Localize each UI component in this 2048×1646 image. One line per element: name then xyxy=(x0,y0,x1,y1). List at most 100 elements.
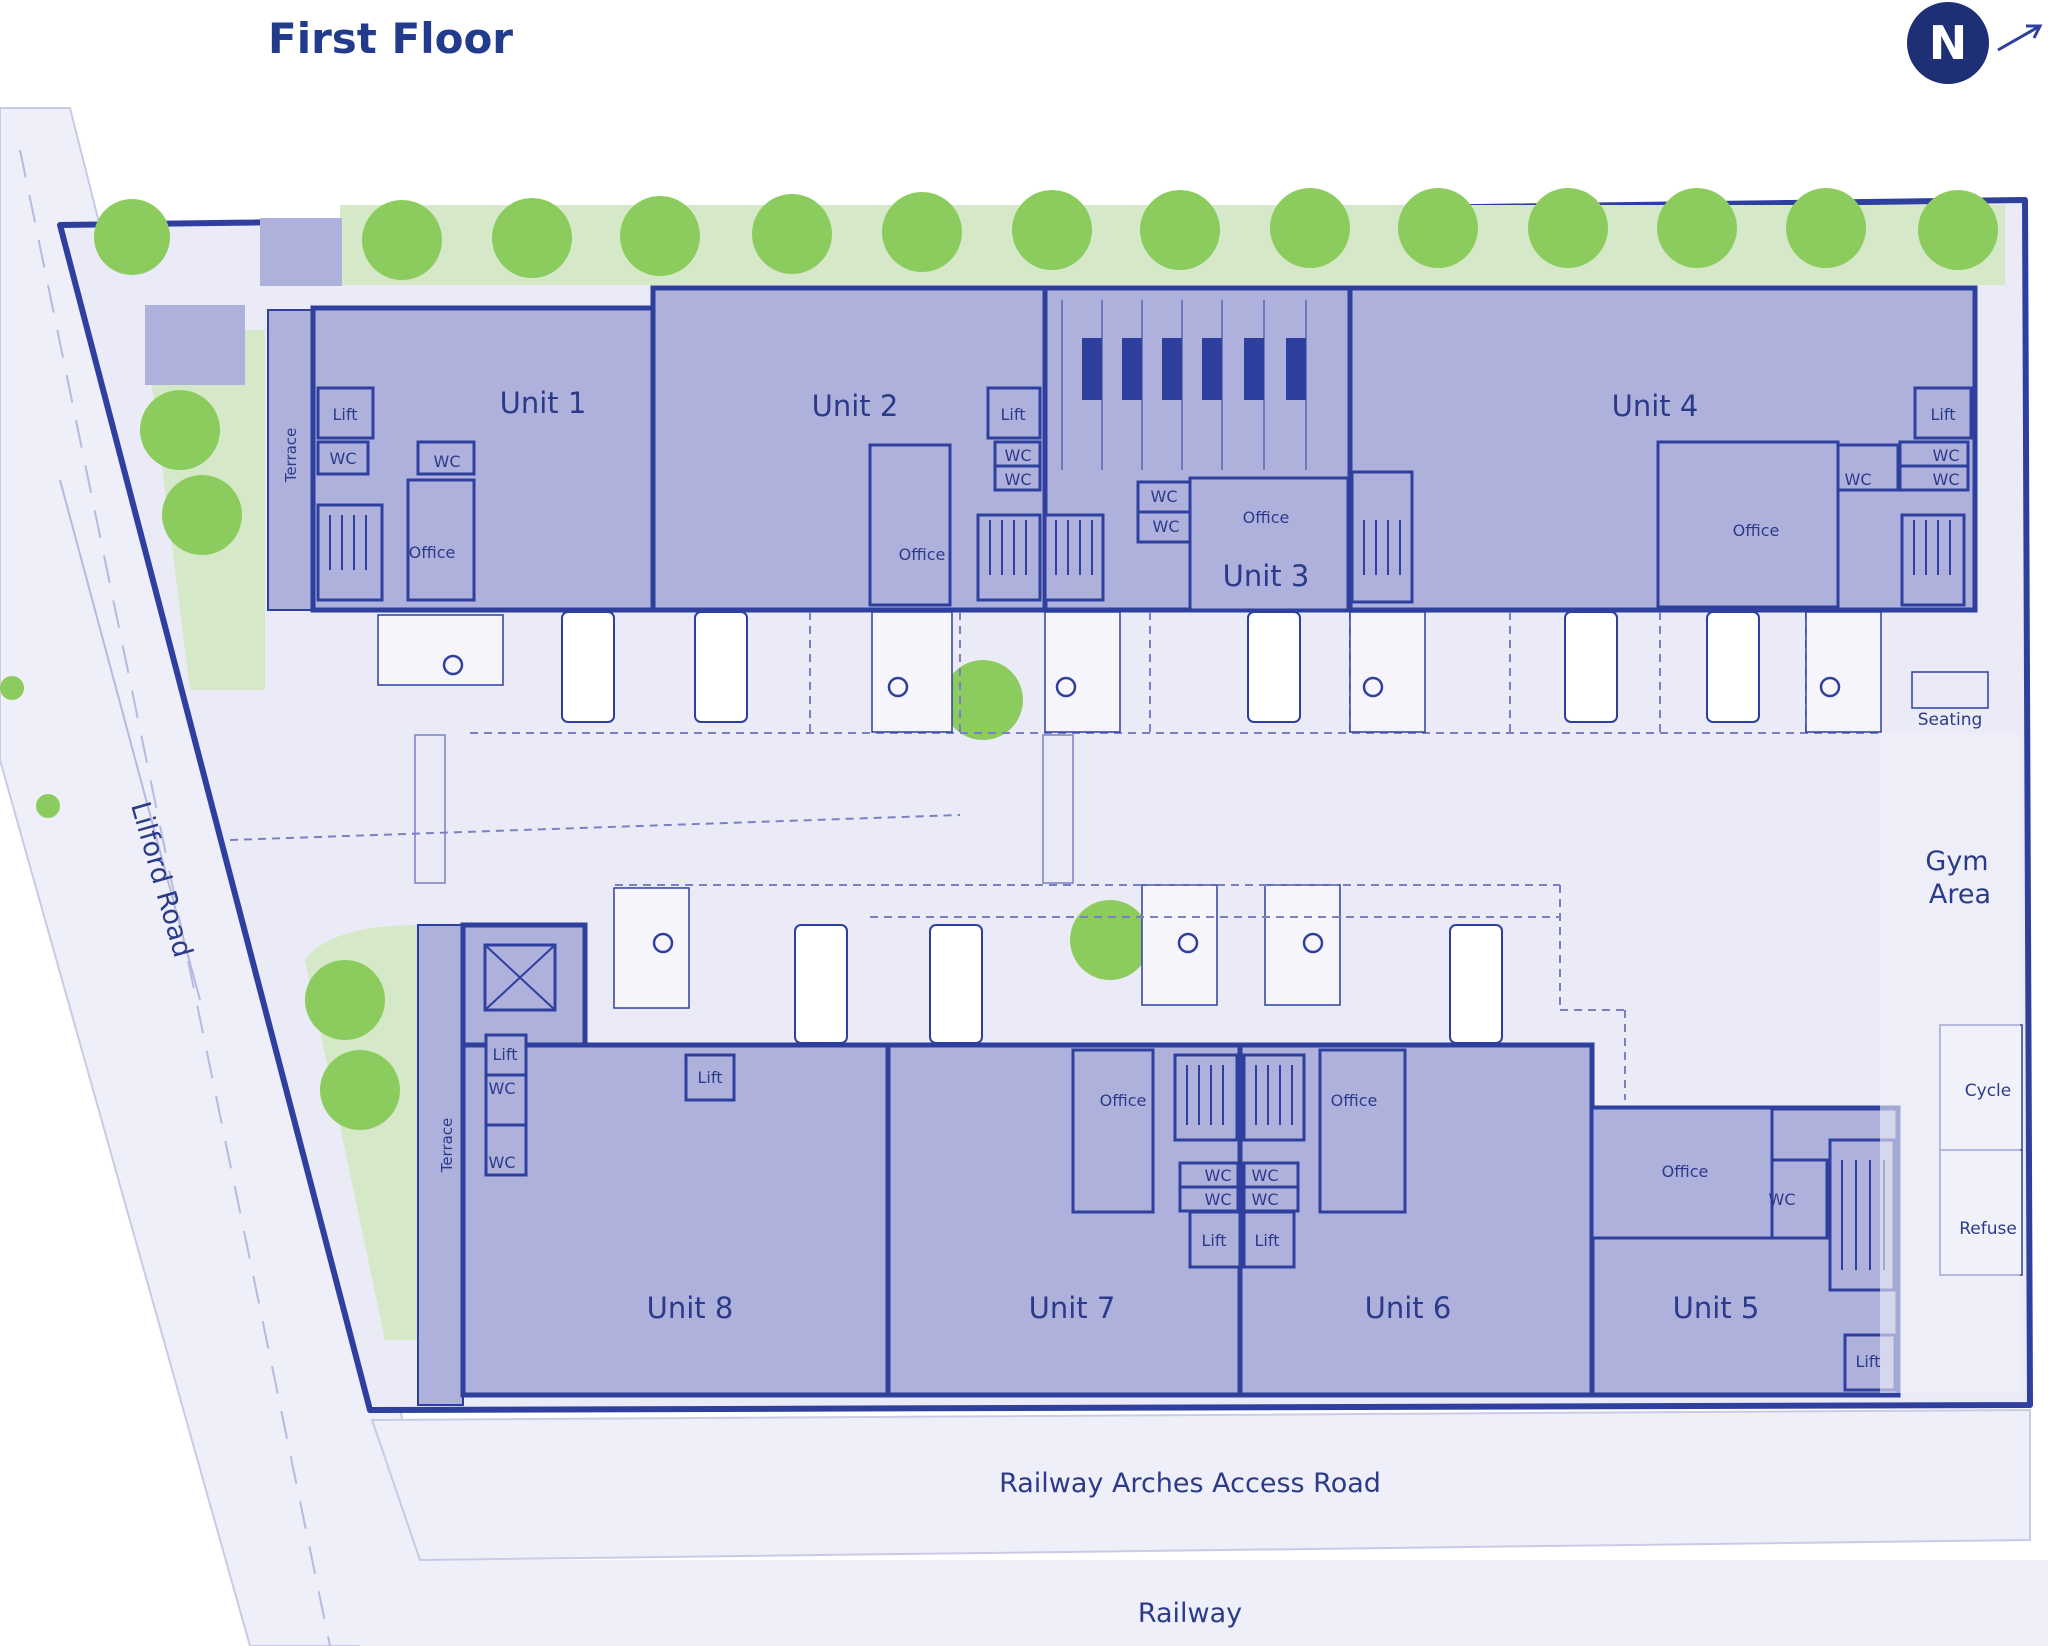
tree-icon xyxy=(1918,190,1998,270)
unit-7-lift xyxy=(1188,1210,1242,1269)
unit-5-wc xyxy=(1770,1158,1829,1240)
railway-label: Railway xyxy=(1138,1598,1242,1629)
wc-label: WC xyxy=(1769,1190,1796,1209)
wc-label: WC xyxy=(330,449,357,468)
tree-icon xyxy=(882,192,962,272)
accessible-parking-icon xyxy=(442,654,1841,954)
access-road-label: Railway Arches Access Road xyxy=(999,1468,1381,1499)
office-label: Office xyxy=(1243,508,1290,527)
unit-8-label: Unit 8 xyxy=(647,1291,734,1325)
wc-label: WC xyxy=(1005,446,1032,465)
gym-label-line1: Gym xyxy=(1925,846,1988,877)
unit-5-office xyxy=(1590,1106,1774,1240)
tree-icon xyxy=(1070,900,1150,980)
unit-3-label: Unit 3 xyxy=(1223,559,1310,593)
wc-label: WC xyxy=(1933,470,1960,489)
office-label: Office xyxy=(1733,521,1780,540)
lift-label: Lift xyxy=(1856,1352,1881,1371)
unit-7-label: Unit 7 xyxy=(1029,1291,1116,1325)
office-label: Office xyxy=(409,543,456,562)
wc-label: WC xyxy=(1151,487,1178,506)
tree-icon xyxy=(320,1050,400,1130)
north-arrow-icon xyxy=(1997,24,2043,52)
tree-icon xyxy=(140,390,220,470)
unit-8-lift-b xyxy=(684,1053,736,1102)
unit-4-label: Unit 4 xyxy=(1612,389,1699,423)
unit-4-wc-b xyxy=(1898,464,1970,492)
gym-label-line2: Area xyxy=(1929,879,1991,910)
tree-icon xyxy=(0,676,24,700)
tree-icon xyxy=(943,660,1023,740)
tree-icon xyxy=(1528,188,1608,268)
cycle-label: Cycle xyxy=(1965,1081,2011,1101)
unit-1-stairs xyxy=(316,503,384,602)
wc-label: WC xyxy=(1005,470,1032,489)
tree-icon xyxy=(492,198,572,278)
office-label: Office xyxy=(1331,1091,1378,1110)
lift-label: Lift xyxy=(698,1068,723,1087)
lift-label: Lift xyxy=(493,1045,518,1064)
unit-2-office xyxy=(868,443,952,607)
tree-icon xyxy=(620,196,700,276)
lift-label: Lift xyxy=(1001,405,1026,424)
wc-label: WC xyxy=(489,1153,516,1172)
unit-4-wc-c xyxy=(1836,443,1900,492)
wc-label: WC xyxy=(1205,1166,1232,1185)
seating-bench xyxy=(1911,671,1989,709)
unit-3-stairs-a xyxy=(1043,513,1105,602)
van-icon xyxy=(561,611,1760,1044)
wc-label: WC xyxy=(1845,470,1872,489)
unit-5-label: Unit 5 xyxy=(1673,1291,1760,1325)
accessible-bays xyxy=(377,611,1882,1009)
office-label: Office xyxy=(899,545,946,564)
access-road-surface xyxy=(370,1408,2031,1562)
lift-label: Lift xyxy=(333,405,358,424)
north-badge: N xyxy=(1907,2,1989,84)
tree-icon xyxy=(162,475,242,555)
pedestrian-crossings xyxy=(414,734,1074,884)
tree-icon xyxy=(1012,190,1092,270)
unit-6-office xyxy=(1318,1048,1407,1214)
office-label: Office xyxy=(1100,1091,1147,1110)
refuse-label: Refuse xyxy=(1959,1219,2017,1239)
tree-icon xyxy=(1398,188,1478,268)
tree-icon xyxy=(94,199,170,275)
tree-icon xyxy=(362,200,442,280)
wc-label: WC xyxy=(1252,1166,1279,1185)
unit-2-label: Unit 2 xyxy=(812,389,899,423)
wc-label: WC xyxy=(489,1079,516,1098)
parking-bays-south xyxy=(229,814,1626,1100)
unit-8-wc-a xyxy=(484,1073,528,1127)
seating-label: Seating xyxy=(1918,710,1983,730)
tree-icon xyxy=(36,794,60,818)
tree-icon xyxy=(752,194,832,274)
unit-3-wc-b xyxy=(1136,510,1192,544)
wc-label: WC xyxy=(434,452,461,471)
unit-7-office xyxy=(1071,1048,1155,1214)
unit-6-stairs xyxy=(1242,1053,1306,1142)
terrace-label: Terrace xyxy=(282,428,300,484)
gym-zone xyxy=(1880,733,2020,1393)
unit-6-wc-a xyxy=(1242,1161,1300,1189)
unit-4-stairs-b xyxy=(1900,513,1966,607)
unit-1-lift-box xyxy=(316,386,375,440)
stairs-icon-south xyxy=(484,944,1885,1270)
unit-3-office xyxy=(1188,476,1350,612)
wc-label: WC xyxy=(1252,1190,1279,1209)
wc-label: WC xyxy=(1205,1190,1232,1209)
wc-label: WC xyxy=(1153,517,1180,536)
tree-row xyxy=(0,188,1998,1130)
unit-2-wc-b xyxy=(993,464,1042,492)
unit-1-wc-a xyxy=(316,440,370,476)
stairs-icon xyxy=(329,515,1951,575)
unit-4-lift-box xyxy=(1913,386,1973,440)
unit-1-wc-b xyxy=(416,440,476,476)
unit-2-stairs xyxy=(976,513,1042,602)
terrace-north xyxy=(267,309,314,611)
unit-6-lift xyxy=(1242,1210,1296,1269)
unit-2-lift-box xyxy=(986,386,1042,440)
office-label: Office xyxy=(1662,1162,1709,1181)
lift-label: Lift xyxy=(1255,1231,1280,1250)
unit-4-stairs-a xyxy=(1350,470,1414,604)
